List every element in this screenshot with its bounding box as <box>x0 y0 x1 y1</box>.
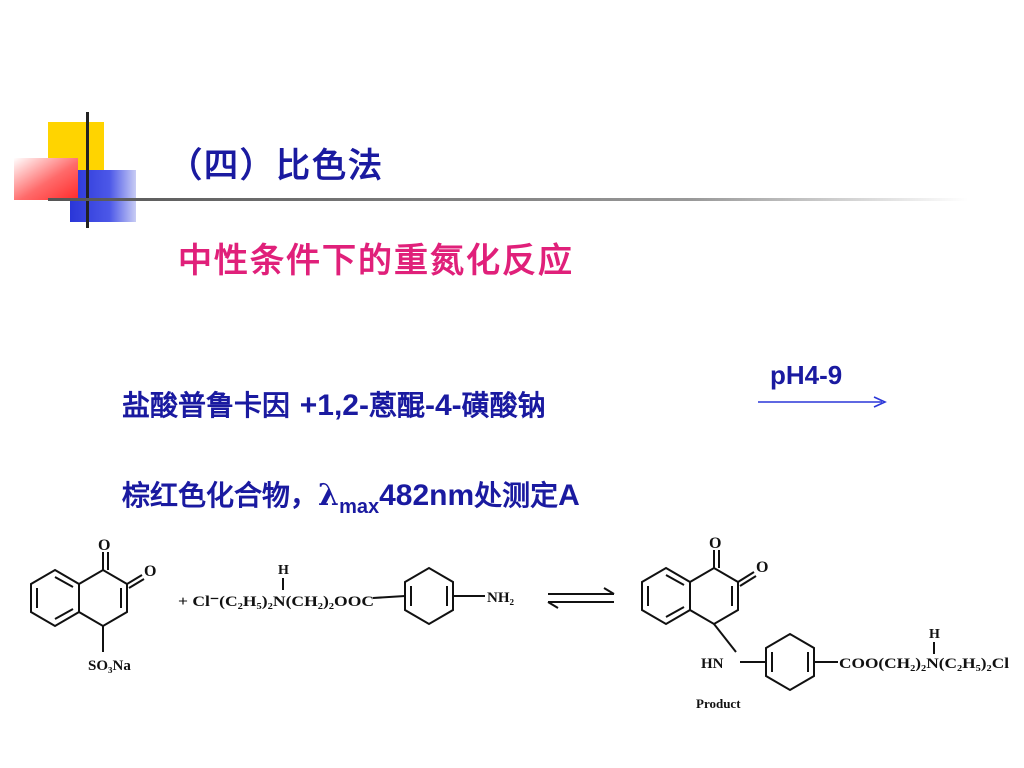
reaction-arrow-icon <box>758 396 887 408</box>
reactant2-dash: -4- <box>424 389 462 422</box>
lambda-max-subscript: max <box>339 496 380 518</box>
wavelength-value: 482nm <box>379 479 475 512</box>
reaction-equation-line: 盐酸普鲁卡因 +1,2-蒽醌-4-磺酸钠 <box>122 384 546 424</box>
decor-red-square <box>14 158 78 200</box>
reactant1-quinone-ring <box>78 568 128 628</box>
reactant2-formula: + Cl⁻(C₂H₅)₂N(CH₂)₂OOC <box>178 594 374 610</box>
title-rule <box>48 198 968 201</box>
product-benzo-ring <box>641 566 691 626</box>
reactant2-amine: NH₂ <box>487 590 515 606</box>
result-prefix: 棕红色化合物， <box>122 479 319 512</box>
product-benzene-ring <box>765 632 815 692</box>
product-label: Product <box>696 696 741 711</box>
decor-blue-square <box>70 170 136 222</box>
product-quinone-ring <box>689 566 739 626</box>
reactant1-oxygen-top: O <box>98 537 110 554</box>
result-line: 棕红色化合物，λmax482nm处测定A <box>122 474 580 519</box>
result-suffix: 处测定 <box>474 479 559 512</box>
reactant2-h: H <box>278 563 289 578</box>
product-h: H <box>929 627 940 642</box>
lambda-symbol: λ <box>318 478 340 513</box>
reactant1-oxygen-right: O <box>144 563 156 580</box>
product-oxygen-right: O <box>756 559 768 576</box>
reactant1-benzo-ring <box>30 568 80 628</box>
header-decoration <box>14 112 968 228</box>
result-suffix-a: A <box>558 479 580 512</box>
product-ester-formula: COO(CH₂)₂N(C₂H₅)₂Cl <box>839 656 1009 672</box>
reactant2-number: +1,2- <box>299 389 369 422</box>
decor-vertical-bar <box>86 112 89 228</box>
slide-subtitle: 中性条件下的重氮化反应 <box>178 241 574 281</box>
reactant2-name-a: 蒽醌 <box>368 389 425 422</box>
reactant1-substituent: SO₃Na <box>88 658 131 674</box>
reaction-scheme: O O SO₃Na H + Cl⁻(C₂H₅)₂N(CH₂)₂OOC NH₂ O… <box>30 535 1009 711</box>
reactant1-label: 盐酸普鲁卡因 <box>122 389 300 422</box>
reactant2-benzene-ring <box>404 566 454 626</box>
product-oxygen-top: O <box>709 535 721 552</box>
reactant2-name-b: 磺酸钠 <box>461 389 546 422</box>
product-amine: HN <box>701 656 724 672</box>
reaction-condition: pH4-9 <box>770 360 843 390</box>
slide-title: （四）比色法 <box>168 146 384 186</box>
